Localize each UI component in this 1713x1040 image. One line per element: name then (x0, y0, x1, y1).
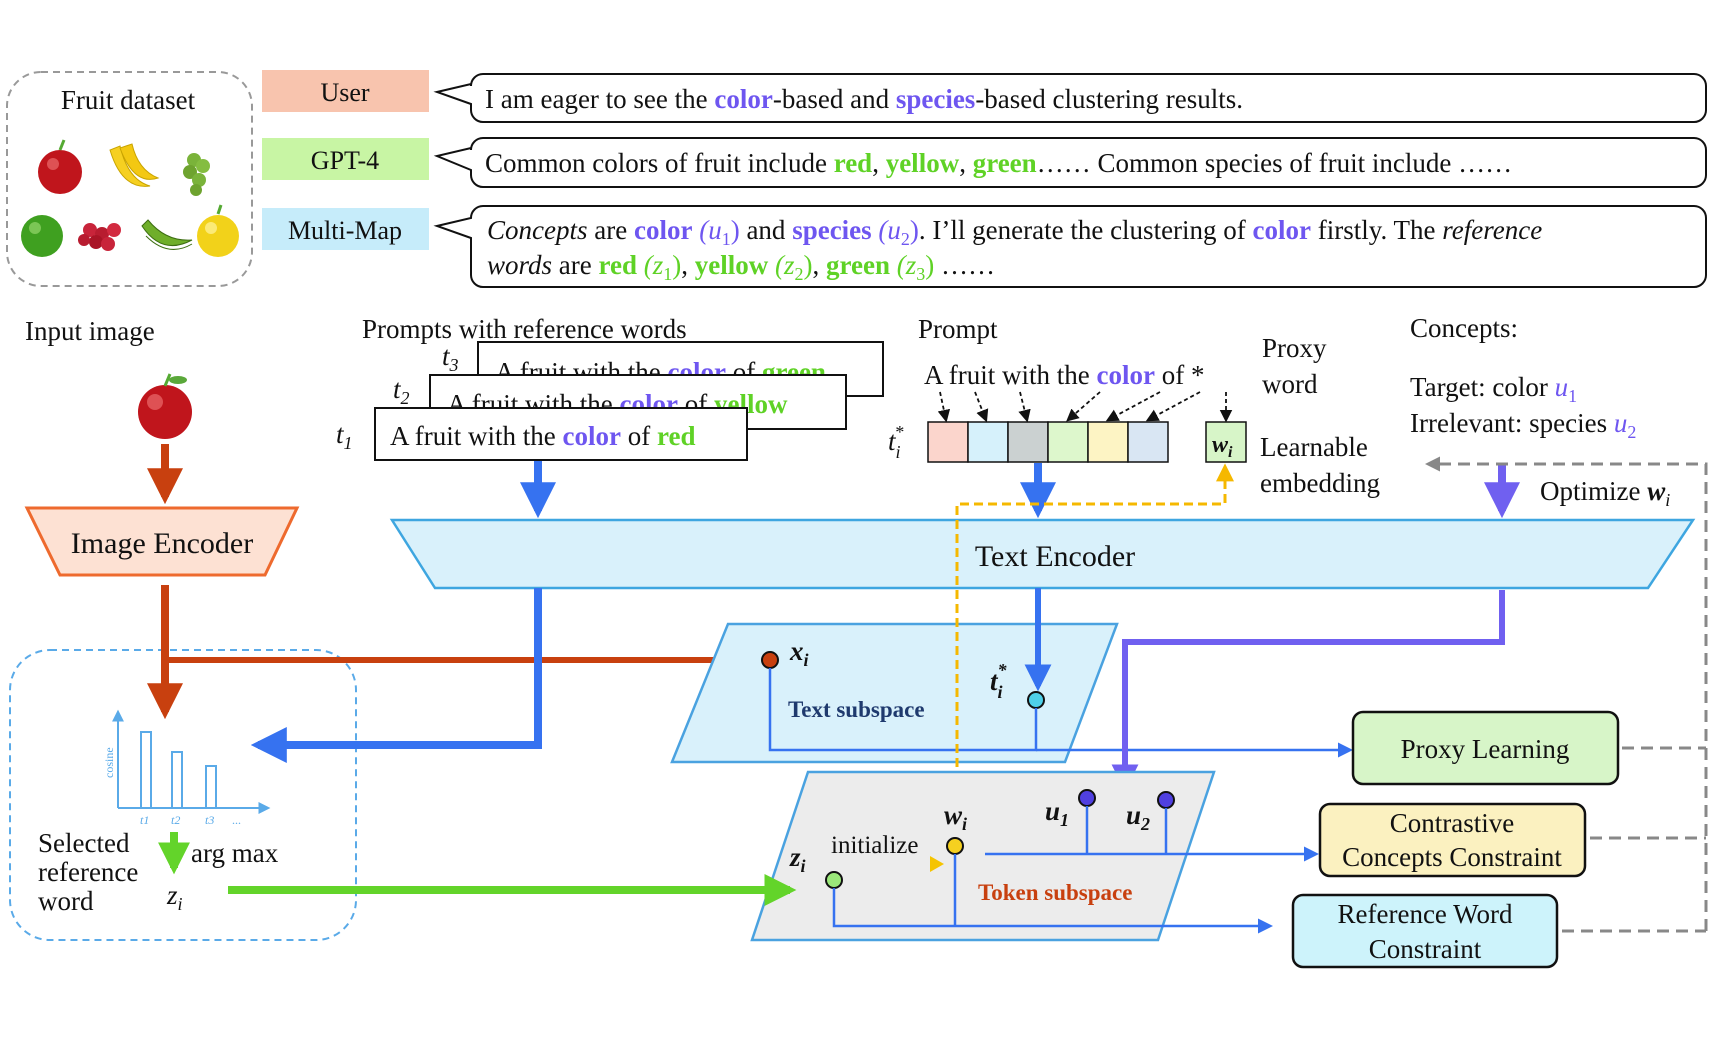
svg-text:Image Encoder: Image Encoder (71, 527, 253, 560)
svg-text:Contrastive: Contrastive (1390, 808, 1514, 838)
reference-word-constraint-box: Reference Word Constraint (1291, 893, 1559, 969)
dataset-title: Fruit dataset (61, 85, 196, 115)
banana-green-icon (141, 219, 193, 250)
u2-point: u2 (1126, 791, 1175, 834)
token-subspace: Token subspace (750, 770, 1216, 942)
svg-text:t3: t3 (442, 341, 459, 375)
selected-label-1: Selected (38, 828, 130, 858)
proxy-word-token: wi (1205, 421, 1247, 463)
token-sequence (927, 421, 1169, 463)
token-pointers (937, 391, 1233, 423)
svg-text:Token subspace: Token subspace (978, 880, 1132, 905)
user-bubble: I am eager to see the color-based and sp… (433, 73, 1707, 123)
svg-text:Concepts Constraint: Concepts Constraint (1342, 842, 1562, 872)
prompt-card-t1: A fruit with the color of red t1 (336, 407, 748, 461)
multimap-message-line2: words are red (z1), yellow (z2), green (… (487, 250, 995, 284)
t-i-star-point: ti* (990, 660, 1045, 709)
learnable-embedding-label-2: embedding (1260, 468, 1380, 498)
svg-text:u1: u1 (1045, 796, 1069, 830)
gpt-bubble: Common colors of fruit include red, yell… (433, 137, 1707, 188)
input-apple-icon (138, 373, 192, 439)
role-user: User (262, 70, 429, 112)
optimize-label: Optimize wi (1540, 476, 1670, 510)
selected-z: zi (166, 880, 183, 914)
svg-text:Reference Word: Reference Word (1338, 899, 1513, 929)
svg-text:A fruit with the color of red: A fruit with the color of red (390, 421, 695, 451)
optimize-feedback-path (1428, 464, 1708, 933)
bar-t2 (171, 751, 183, 809)
input-image-label: Input image (25, 316, 155, 346)
svg-text:t2: t2 (393, 374, 410, 408)
svg-text:Proxy Learning: Proxy Learning (1401, 734, 1570, 764)
bar-t1 (140, 731, 152, 809)
svg-text:ti*: ti* (990, 660, 1008, 702)
prompt-t-star: ti* (888, 422, 904, 462)
svg-text:Multi-Map: Multi-Map (288, 216, 402, 245)
contrastive-concepts-constraint-box: Contrastive Concepts Constraint (1318, 802, 1587, 878)
multimap-message-line1: Concepts are color (u1) and species (u2)… (487, 215, 1542, 249)
svg-text:cosine: cosine (102, 747, 116, 778)
proxy-init-path (955, 463, 1234, 795)
svg-text:User: User (320, 78, 369, 107)
apple-green-icon (21, 215, 63, 257)
fruit-dataset-panel: Fruit dataset (6, 71, 253, 287)
role-gpt4: GPT-4 (262, 138, 429, 180)
arrow-concepts-to-token-subspace (1111, 590, 1505, 792)
svg-text:xi: xi (789, 636, 809, 670)
multimap-bubble: Concepts are color (u1) and species (u2)… (433, 205, 1707, 288)
proxy-word-label-2: word (1262, 369, 1318, 399)
arrow-to-rwc (832, 888, 1273, 934)
svg-text:u2: u2 (1126, 800, 1150, 834)
svg-text:wi: wi (1212, 432, 1233, 461)
svg-text:t2: t2 (171, 813, 180, 827)
selection-panel (9, 649, 357, 941)
apple-red-icon (38, 139, 82, 194)
proxy-learning-box: Proxy Learning (1351, 710, 1620, 786)
gpt-message: Common colors of fruit include red, yell… (485, 148, 1512, 178)
initialize-label: initialize (831, 832, 918, 859)
prompts-label: Prompts with reference words (362, 314, 687, 344)
concept-target: Target: color u1 (1410, 372, 1577, 406)
text-subspace: Text subspace (670, 622, 1119, 764)
user-message: I am eager to see the color-based and sp… (485, 84, 1243, 114)
selected-label-2: reference (38, 857, 138, 887)
grape-red-icon (78, 223, 121, 251)
u-connectors (1085, 806, 1168, 854)
text-encoder: Text Encoder (389, 518, 1696, 590)
prompt-label: Prompt (918, 314, 998, 344)
arrow-prompts-to-selection (250, 588, 542, 763)
prompt-template-text: A fruit with the color of * (924, 360, 1204, 390)
svg-text:Constraint: Constraint (1369, 934, 1482, 964)
image-encoder: Image Encoder (24, 506, 300, 577)
role-multimap: Multi-Map (262, 208, 429, 250)
proxy-word-label-1: Proxy (1262, 333, 1327, 363)
argmax-label: arg max (191, 838, 279, 868)
svg-text:t1: t1 (140, 813, 149, 827)
connector-text-subspace (768, 668, 1038, 752)
concepts-label: Concepts: (1410, 313, 1518, 343)
u1-point: u1 (1045, 789, 1096, 830)
cosine-histogram: cosine t1 t2 t3 ... (102, 709, 271, 827)
svg-text:...: ... (232, 813, 241, 827)
selected-label-3: word (38, 886, 94, 916)
apple-yellow-icon (197, 204, 239, 257)
concept-irrelevant: Irrelevant: species u2 (1410, 408, 1636, 442)
learnable-embedding-label-1: Learnable (1260, 432, 1368, 462)
bar-t3 (205, 765, 217, 809)
prompt-card-t2: A fruit with the color of yellow t2 (393, 374, 847, 430)
svg-text:GPT-4: GPT-4 (311, 146, 379, 175)
banana-icon (109, 143, 160, 187)
svg-text:t3: t3 (205, 813, 214, 827)
svg-text:wi: wi (944, 800, 967, 834)
svg-text:Text subspace: Text subspace (788, 697, 925, 722)
grape-green-icon (183, 153, 210, 196)
svg-text:Text Encoder: Text Encoder (975, 540, 1135, 573)
svg-text:zi: zi (789, 842, 806, 876)
svg-text:t1: t1 (336, 419, 353, 453)
